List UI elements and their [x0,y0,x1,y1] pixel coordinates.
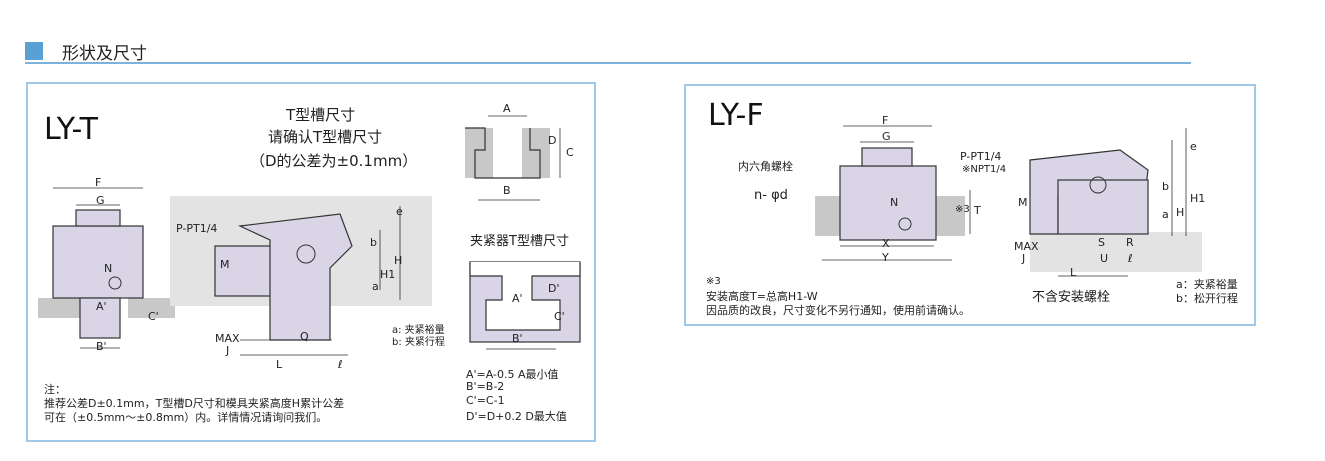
ly-f-label-b: b [1162,180,1169,193]
ly-t-heading-3: （D的公差为±0.1mm） [250,152,418,170]
ly-t-label-C: C' [148,310,159,323]
ly-t-legend-b: b: 夹紧行程 [392,337,445,348]
ly-t-label-l: ℓ [338,358,343,371]
ly-f-legend-a: a：夹紧裕量 [1176,278,1238,291]
section-rule [25,62,1191,64]
ly-t-note-0: 注： [44,383,66,396]
ly-f-label-M: M [1018,196,1028,209]
ly-f-label-note3: ※3 [955,204,970,215]
ly-t-label-N: N [104,262,113,275]
ly-t-slot-A: A [503,102,511,115]
section-marker [25,42,43,60]
ly-t-heading-2: 请确认T型槽尺寸 [268,128,383,146]
ly-t-label-MAX: MAX [215,332,240,345]
ly-t-label-Q: Q [300,330,309,343]
ly-t-label-M: M [220,258,230,271]
ly-t-note-1: 推荐公差D±0.1mm，T型槽D尺寸和模具夹紧高度H累计公差 [44,397,345,410]
ly-t-clamp-C: C' [554,310,565,323]
ly-t-heading-1: T型槽尺寸 [286,106,356,124]
ly-f-label-X: X [882,237,890,250]
ly-f-note-2: 因品质的改良，尺寸变化不另行通知，使用前请确认。 [706,304,970,317]
ly-t-clamp-D: D' [548,282,560,295]
ly-t-clamp-A: A' [512,292,523,305]
ly-t-clamp-B: B' [512,332,523,345]
ly-f-model: LY-F [708,98,764,133]
ly-t-label-e: e [396,205,403,218]
ly-f-ppt: P-PT1/4 [960,150,1002,163]
ly-f-note-1: 安装高度T=总高H1-W [706,290,818,303]
t-front-port [108,276,122,290]
ly-t-slot-D: D [548,134,557,147]
ly-f-label-R: R [1126,236,1134,249]
ly-t-formula-3: D'=D+0.2 D最大值 [466,410,567,423]
ly-f-hex-bolt: 内六角螺栓 [738,160,793,173]
ly-t-label-L: L [276,358,283,371]
ly-f-label-L: L [1070,266,1077,279]
ly-f-label-MAX: MAX [1014,240,1039,253]
ly-t-note-2: 可在（±0.5mm～±0.8mm）内。详情情况请询问我们。 [44,411,328,424]
ly-f-label-U: U [1100,252,1109,265]
ly-t-slot-B: B [503,184,511,197]
ly-t-label-G: G [96,194,105,207]
ly-f-note-0: ※3 [706,276,721,287]
right-plate [128,298,175,318]
ly-t-label-a: a [372,280,379,293]
side-clamp [237,213,353,341]
ly-f-label-J: J [1022,252,1026,265]
side-port [296,244,316,264]
ly-t-legend-a: a: 夹紧裕量 [392,325,445,336]
ly-f-label-e: e [1190,140,1197,153]
section-title: 形状及尺寸 [62,44,147,64]
ly-f-legend-b: b：松开行程 [1176,292,1238,305]
ly-t-formula-0: A'=A-0.5 A最小值 [466,368,559,381]
ly-t-label-B: B' [96,340,107,353]
ly-t-clamp-slot-title: 夹紧器T型槽尺寸 [470,234,569,249]
ly-t-label-b: b [370,236,377,249]
ly-t-label-H: H [394,254,403,267]
ly-f-npt: ※NPT1/4 [962,164,1007,175]
ly-f-label-a: a [1162,208,1169,221]
t-front-top [75,209,121,227]
t-front-neck [79,297,121,339]
left-plate [38,298,88,318]
ly-t-slot-C: C [566,146,574,159]
ly-t-formula-2: C'=C-1 [466,394,505,407]
ly-t-label-ppt: P-PT1/4 [176,222,218,235]
ly-t-label-H1: H1 [380,268,396,281]
ly-f-label-H: H [1176,206,1185,219]
ly-f-label-N: N [890,196,899,209]
ly-f-label-F: F [882,114,889,127]
ly-f-label-S: S [1098,236,1105,249]
ly-f-label-Y: Y [882,251,889,264]
ly-f-label-l: ℓ [1128,252,1133,265]
ly-f-label-H1: H1 [1190,192,1206,205]
ly-t-model: LY-T [44,112,98,147]
side-left-block [214,245,276,297]
ly-t-label-F: F [95,176,102,189]
ly-f-label-T: T [974,204,981,217]
ly-t-formula-1: B'=B-2 [466,380,505,393]
ly-f-n-phi-d: n- φd [754,188,788,203]
ly-t-label-J: J [226,344,230,357]
ly-f-label-G: G [882,130,891,143]
ly-t-label-A: A' [96,300,107,313]
ly-f-no-bolt: 不含安装螺栓 [1032,290,1111,305]
t-front-body [52,225,144,299]
